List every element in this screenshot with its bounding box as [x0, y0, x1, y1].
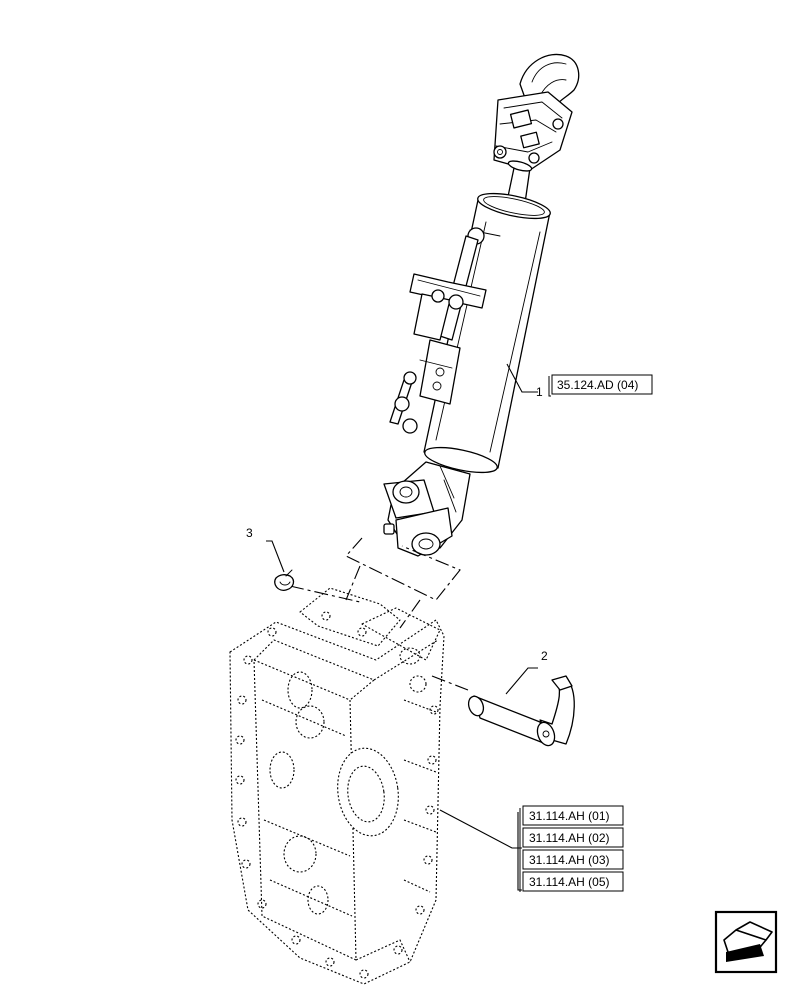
housing-reference-2[interactable]: 31.114.AH (02)	[522, 827, 624, 848]
housing-reference-1-label: 31.114.AH (01)	[529, 809, 610, 823]
leader-lines	[266, 363, 538, 891]
cylinder-barrel	[423, 192, 551, 474]
callout-item-1: 1	[536, 385, 543, 399]
housing-reference-list: 31.114.AH (01) 31.114.AH (02) 31.114.AH …	[519, 805, 624, 892]
lift-cylinder-part	[383, 53, 580, 557]
cylinder-reference-label: 35.124.AD (04)	[557, 378, 638, 392]
housing-reference-2-label: 31.114.AH (02)	[529, 831, 610, 845]
callout-item-3: 3	[246, 526, 253, 540]
snap-ring-part	[274, 569, 295, 591]
arrow-back-icon[interactable]	[714, 910, 778, 974]
callout-item-2: 2	[541, 649, 548, 663]
cylinder-bottom-clevis	[383, 461, 471, 557]
cylinder-top-hook	[493, 53, 580, 171]
housing-reference-3[interactable]: 31.114.AH (03)	[522, 849, 624, 870]
cylinder-reference[interactable]: 35.124.AD (04)	[548, 374, 653, 397]
cylinder-control-linkage	[389, 227, 487, 434]
housing-reference-4[interactable]: 31.114.AH (05)	[522, 871, 624, 892]
pivot-pin-part	[467, 675, 575, 747]
housing-reference-3-label: 31.114.AH (03)	[529, 853, 610, 867]
housing-bolt-holes	[235, 611, 439, 979]
housing-reference-1[interactable]: 31.114.AH (01)	[522, 805, 624, 826]
assembly-phantom-lines	[289, 537, 469, 691]
housing-reference-4-label: 31.114.AH (05)	[529, 875, 610, 889]
rear-axle-housing	[229, 587, 445, 985]
